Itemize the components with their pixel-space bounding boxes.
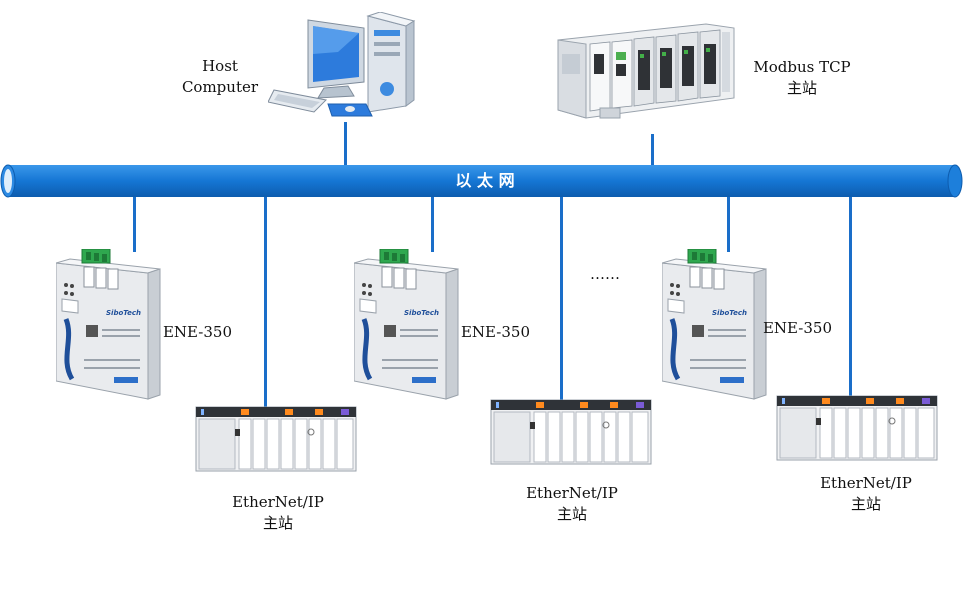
- gateway-ene-350-3: SiboTech: [661, 248, 767, 401]
- modbus-link-line: [651, 134, 654, 168]
- modbus-label-line2: 主站: [786, 79, 817, 97]
- gateway-device-icon: SiboTech: [353, 248, 459, 400]
- gateway-ene-350-1: SiboTech: [55, 248, 161, 401]
- svg-text:SiboTech: SiboTech: [712, 309, 747, 317]
- gateway-3-label: ENE-350: [762, 319, 832, 337]
- master-1-link-line: [264, 195, 267, 415]
- gateway-1-label: ENE-350: [162, 323, 232, 341]
- gateway-3-link-line: [727, 195, 730, 252]
- plc-controller-icon: [195, 406, 357, 472]
- host-link-line: [344, 122, 347, 168]
- gateway-2-link-line: [431, 195, 434, 252]
- svg-text:SiboTech: SiboTech: [106, 309, 141, 317]
- host-label-line2: Computer: [181, 78, 259, 96]
- ethernet-ip-master-3: [776, 394, 939, 462]
- plc-rack-icon: [556, 20, 736, 120]
- ethernet-ip-master-2: [490, 398, 653, 466]
- gateway-2-label: ENE-350: [460, 323, 530, 341]
- plc-controller-icon: [490, 399, 652, 465]
- master-3-link-line: [849, 195, 852, 405]
- ethernet-bus: 以 太 网: [0, 163, 964, 199]
- master-1-label-line1: EtherNet/IP: [232, 493, 324, 511]
- modbus-label-line1: Modbus TCP: [753, 58, 851, 76]
- plc-controller-icon: [776, 395, 938, 461]
- desktop-computer-icon: [267, 11, 418, 122]
- gateway-1-link-line: [133, 195, 136, 252]
- master-2-label-line1: EtherNet/IP: [526, 484, 618, 502]
- master-2-label-line2: 主站: [556, 505, 587, 523]
- svg-text:SiboTech: SiboTech: [404, 309, 439, 317]
- host-label-line1: Host: [202, 57, 238, 75]
- ethernet-ip-master-1: [195, 405, 358, 473]
- master-1-label-line2: 主站: [262, 514, 293, 532]
- gateway-ene-350-2: SiboTech: [353, 248, 459, 401]
- gateway-device-icon: SiboTech: [55, 248, 161, 400]
- bus-label: 以 太 网: [455, 171, 515, 190]
- more-devices-ellipsis: ……: [590, 265, 620, 283]
- bus-pipe-shape: [0, 164, 963, 198]
- master-3-label-line1: EtherNet/IP: [820, 474, 912, 492]
- master-2-link-line: [560, 195, 563, 407]
- master-3-label-line2: 主站: [850, 495, 881, 513]
- gateway-device-icon: SiboTech: [661, 248, 767, 400]
